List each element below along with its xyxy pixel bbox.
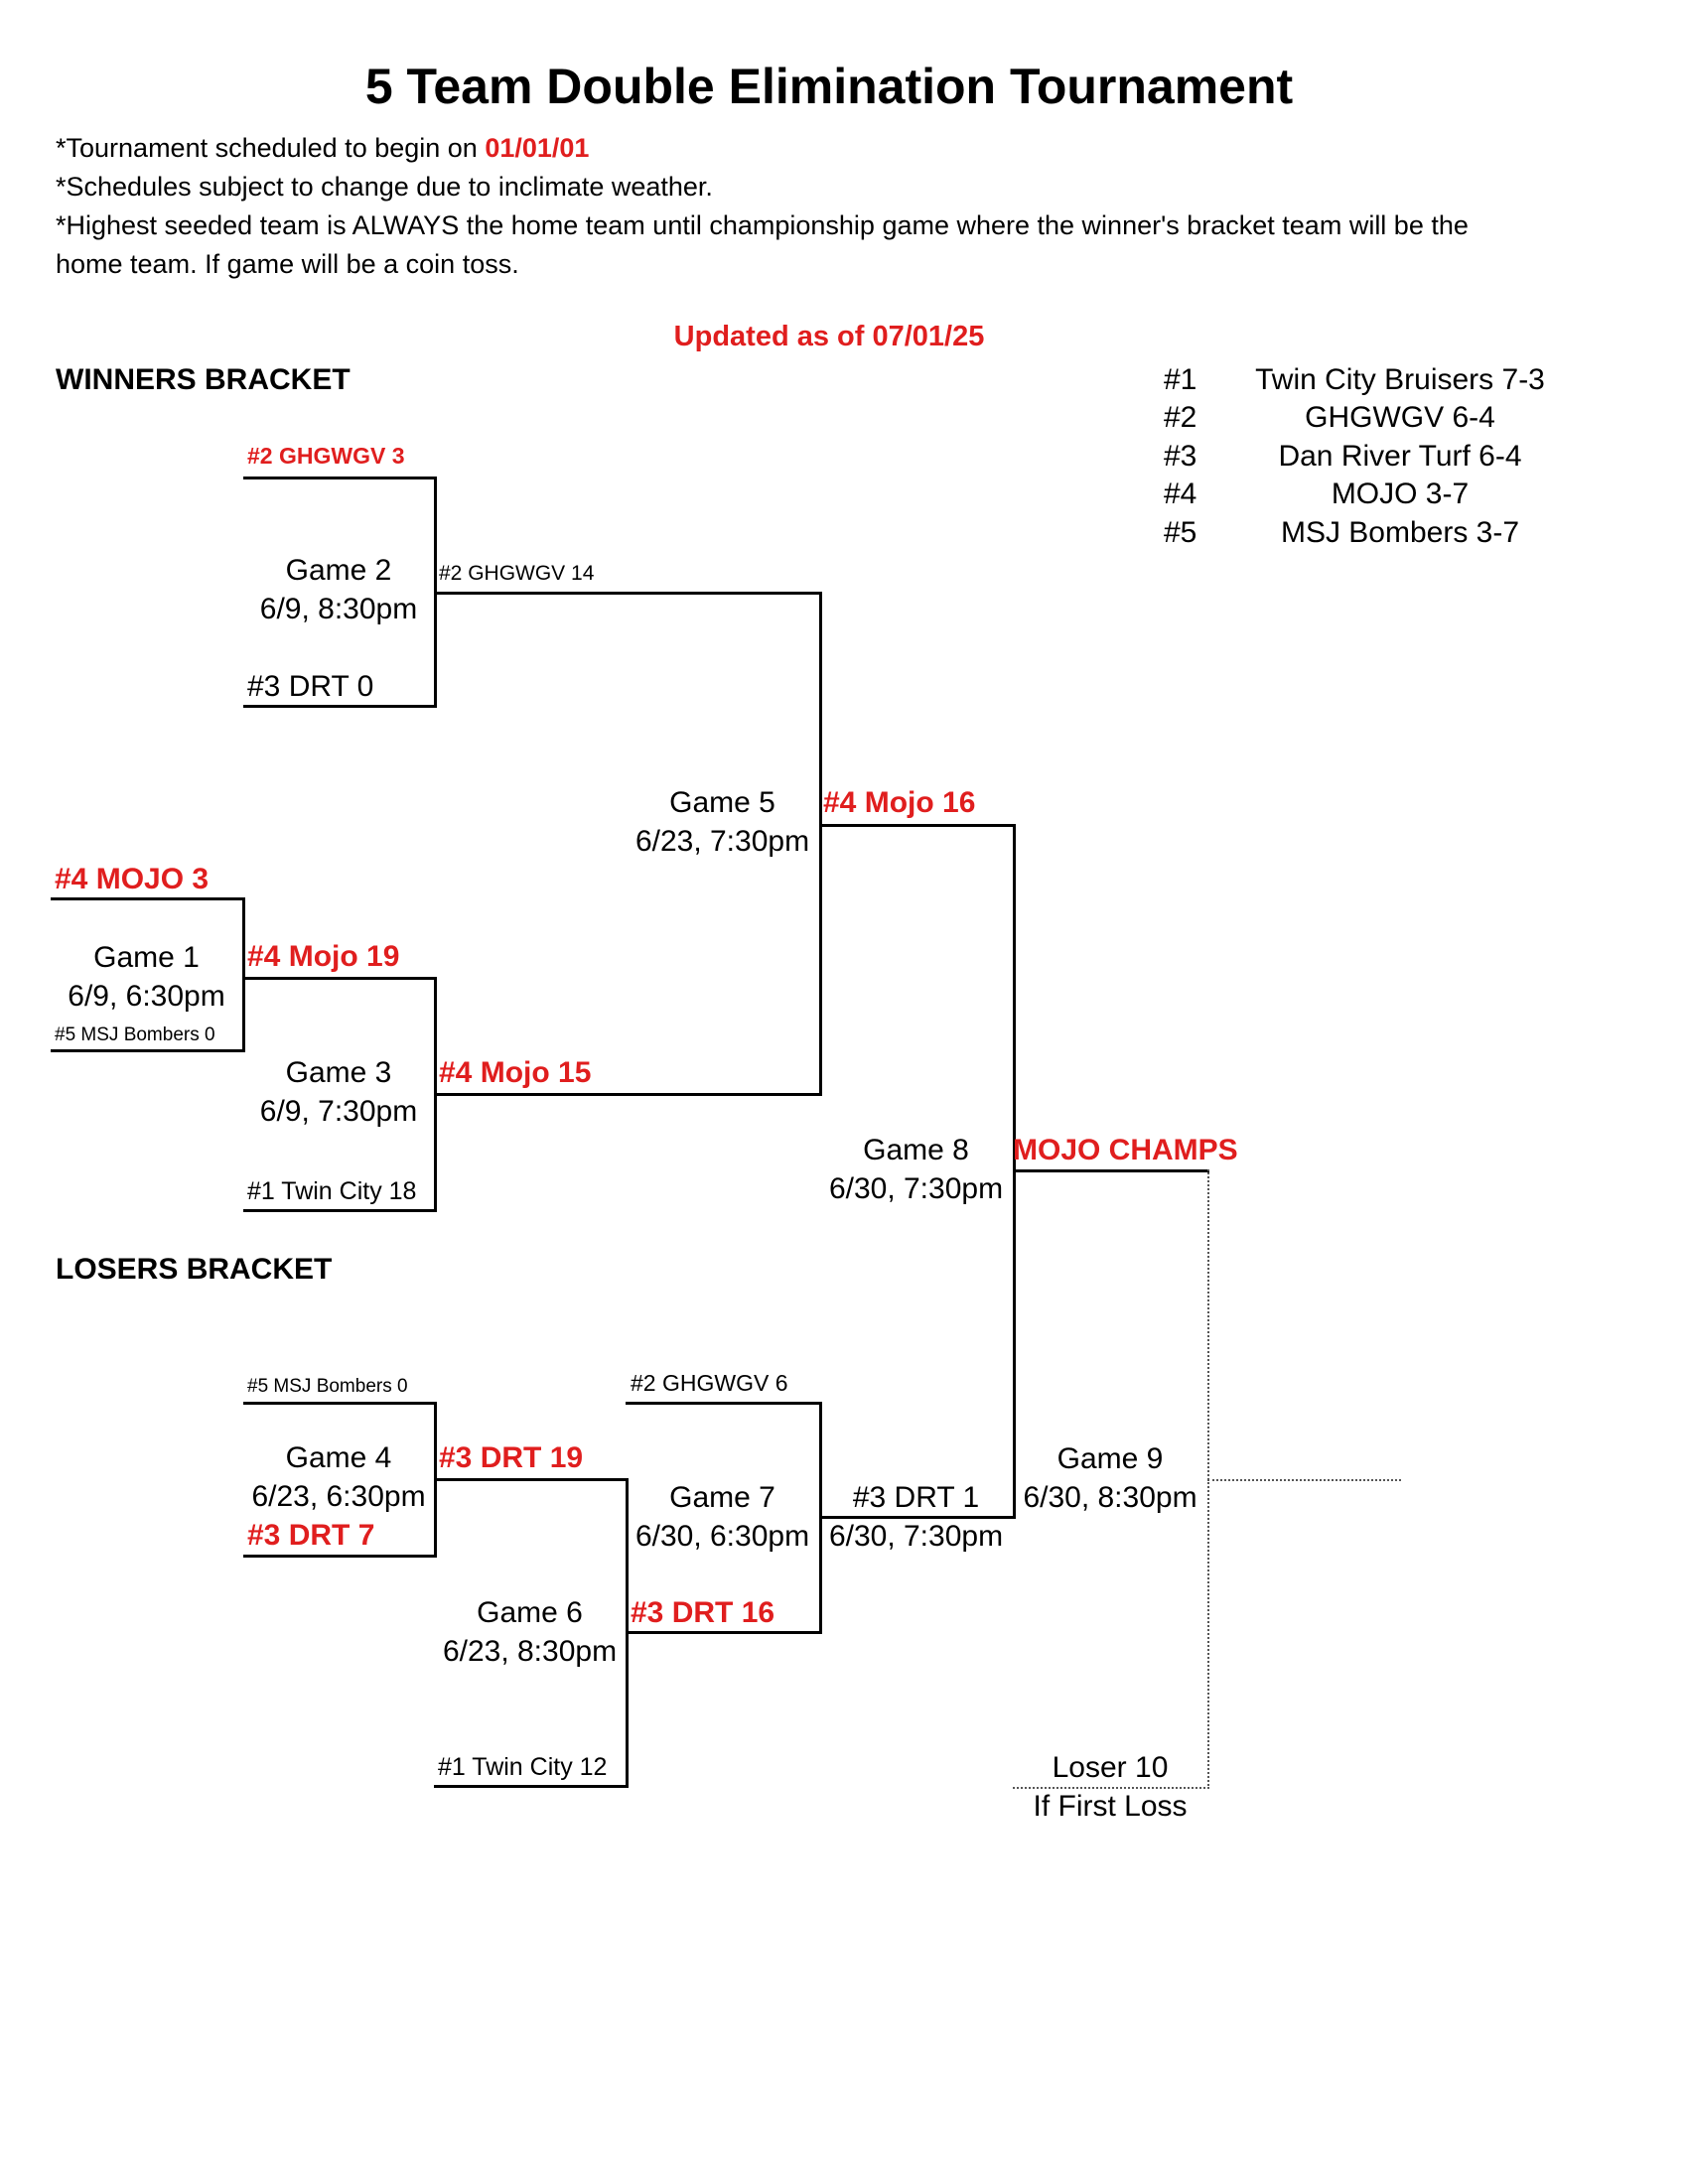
game-4-bottom-team: #3 DRT 7	[247, 1519, 375, 1552]
game-1-connector	[242, 897, 245, 1052]
game-6-label: Game 6	[477, 1596, 583, 1629]
seed-1-name: Twin City Bruisers 7-3	[1255, 363, 1545, 396]
game-9-time: 6/30, 8:30pm	[1023, 1481, 1197, 1514]
game-5-winner-line	[819, 824, 1016, 827]
seed-5-name: MSJ Bombers 3-7	[1280, 516, 1520, 549]
seed-5-number: #5	[1164, 516, 1197, 549]
game-7-label: Game 7	[669, 1481, 775, 1514]
game-2-bottom-team: #3 DRT 0	[247, 670, 374, 703]
updated-date: Updated as of 07/01/25	[673, 321, 985, 352]
game-5-connector	[819, 592, 822, 1096]
seed-3-name: Dan River Turf 6-4	[1278, 440, 1522, 473]
seed-3-number: #3	[1164, 440, 1197, 473]
game-3-label: Game 3	[285, 1056, 392, 1089]
champion-label: MOJO CHAMPS	[1013, 1134, 1238, 1166]
game-4-winner: #3 DRT 19	[439, 1441, 584, 1474]
game-4-label: Game 4	[285, 1441, 392, 1474]
seed-4-number: #4	[1164, 478, 1197, 510]
game-4-bottom-line	[243, 1555, 437, 1558]
home-team-note-line1: *Highest seeded team is ALWAYS the home …	[56, 210, 1469, 240]
game-4-top-team: #5 MSJ Bombers 0	[247, 1376, 408, 1397]
game-8-time-lower: 6/30, 7:30pm	[828, 1520, 1004, 1553]
game-1-time: 6/9, 6:30pm	[68, 980, 225, 1013]
game-1-winner-line	[242, 977, 437, 980]
game-4-time: 6/23, 6:30pm	[251, 1480, 426, 1513]
game-1-label: Game 1	[93, 941, 200, 974]
game-4-top-line	[243, 1402, 437, 1405]
game-2-winner-line	[434, 592, 822, 595]
game-1-top-line	[51, 897, 245, 900]
game-7-winner-line	[819, 1516, 1016, 1519]
game-7-time: 6/30, 6:30pm	[634, 1520, 810, 1553]
game-7-top-team: #2 GHGWGV 6	[631, 1370, 788, 1396]
weather-note: *Schedules subject to change due to incl…	[56, 172, 713, 202]
game-8-time: 6/30, 7:30pm	[828, 1172, 1004, 1205]
game-5-label: Game 5	[669, 786, 775, 819]
game-7-top-line	[626, 1402, 822, 1405]
seed-2-name: GHGWGV 6-4	[1305, 401, 1495, 434]
game-1-bottom-team: #5 MSJ Bombers 0	[55, 1024, 215, 1045]
game-2-bottom-line	[243, 705, 437, 708]
game-2-top-team: #2 GHGWGV 3	[247, 443, 405, 469]
game-4-winner-line	[434, 1478, 629, 1481]
game-2-winner: #2 GHGWGV 14	[439, 562, 595, 585]
game-9-loser-label: Loser 10	[1052, 1751, 1169, 1784]
losers-bracket-header: LOSERS BRACKET	[56, 1253, 333, 1286]
game-2-label: Game 2	[285, 554, 392, 587]
winners-bracket-header: WINNERS BRACKET	[56, 363, 351, 396]
game-6-bottom-line	[434, 1785, 629, 1788]
game-6-winner: #3 DRT 16	[631, 1596, 775, 1629]
game-6-time: 6/23, 8:30pm	[442, 1635, 618, 1668]
start-date: 01/01/01	[485, 133, 590, 163]
game-1-winner: #4 Mojo 19	[247, 940, 400, 973]
game-2-time: 6/9, 8:30pm	[259, 593, 418, 625]
game-8-winner-line	[1013, 1169, 1209, 1172]
home-team-note-line2: home team. If game will be a coin toss.	[56, 249, 519, 279]
game-5-winner: #4 Mojo 16	[823, 786, 976, 819]
game-6-winner-line	[626, 1631, 822, 1634]
seed-2-number: #2	[1164, 401, 1197, 434]
start-note-text: *Tournament scheduled to begin on	[56, 133, 486, 163]
game-8-label: Game 8	[863, 1134, 969, 1166]
game-3-winner: #4 Mojo 15	[439, 1056, 592, 1089]
game-3-time: 6/9, 7:30pm	[259, 1095, 418, 1128]
game-9-winner-line	[1207, 1479, 1401, 1481]
game-7-winner: #3 DRT 1	[852, 1481, 980, 1514]
game-3-bottom-line	[243, 1209, 437, 1212]
game-6-bottom-team: #1 Twin City 12	[438, 1753, 608, 1781]
game-5-time: 6/23, 7:30pm	[634, 825, 810, 858]
start-note: *Tournament scheduled to begin on 01/01/…	[56, 133, 589, 164]
game-3-winner-line	[434, 1093, 822, 1096]
game-1-bottom-line	[51, 1049, 245, 1052]
page-title: 5 Team Double Elimination Tournament	[364, 59, 1294, 114]
seed-4-name: MOJO 3-7	[1331, 478, 1470, 510]
game-9-loser-condition: If First Loss	[1033, 1790, 1188, 1823]
seed-1-number: #1	[1164, 363, 1197, 396]
game-2-top-line	[243, 477, 437, 479]
game-3-bottom-team: #1 Twin City 18	[247, 1177, 417, 1205]
game-9-loser-line	[1013, 1787, 1209, 1789]
game-9-label: Game 9	[1056, 1442, 1164, 1475]
game-1-top-team: #4 MOJO 3	[55, 863, 210, 895]
